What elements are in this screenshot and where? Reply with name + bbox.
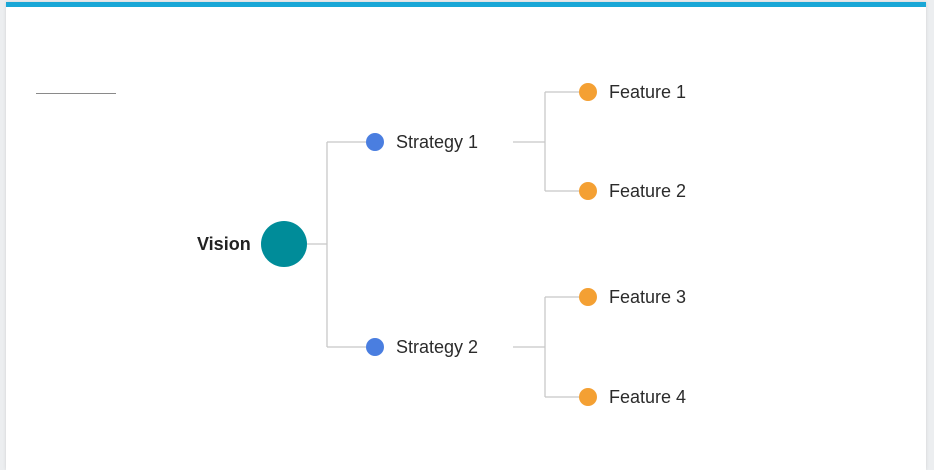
title-divider <box>36 93 116 94</box>
feature-3-label[interactable]: Feature 3 <box>609 287 687 307</box>
root-node-icon[interactable] <box>261 221 307 267</box>
strategy-1-node-icon[interactable] <box>366 133 384 151</box>
feature-2-label[interactable]: Feature 2 <box>609 181 687 201</box>
strategy-2-node-icon[interactable] <box>366 338 384 356</box>
feature-1-label[interactable]: Feature 1 <box>609 82 687 102</box>
strategy-2-label[interactable]: Strategy 2 <box>396 337 479 357</box>
feature-2-node-icon[interactable] <box>579 182 597 200</box>
feature-4-node-icon[interactable] <box>579 388 597 406</box>
connector-lines <box>307 91 579 398</box>
diagram-card <box>6 2 926 470</box>
strategy-1-label[interactable]: Strategy 1 <box>396 132 479 152</box>
feature-3-node-icon[interactable] <box>579 288 597 306</box>
feature-1-node-icon[interactable] <box>579 83 597 101</box>
root-node-label[interactable]: Vision <box>197 234 251 254</box>
feature-4-label[interactable]: Feature 4 <box>609 387 687 407</box>
